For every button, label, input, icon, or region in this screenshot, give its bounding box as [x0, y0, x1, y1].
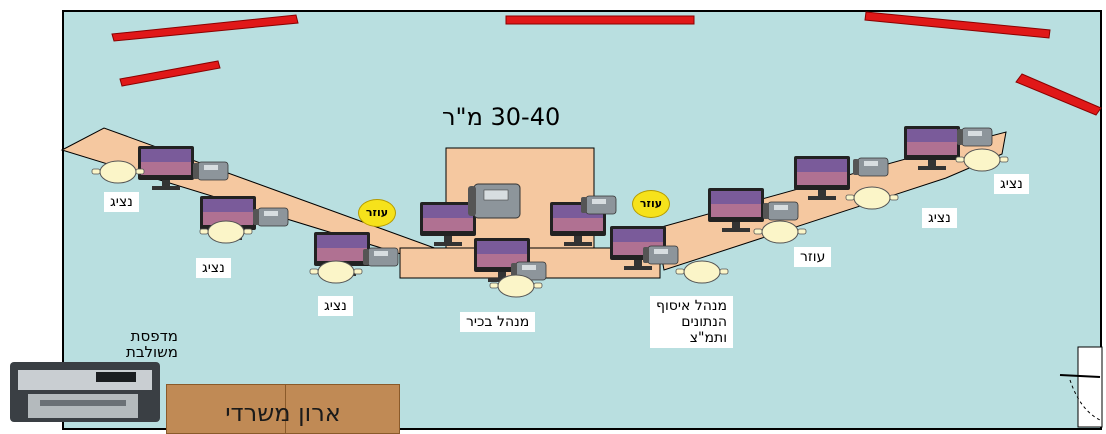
office-chair-icon	[91, 160, 145, 184]
printer-label: מדפסת משולבת	[126, 328, 178, 360]
office-chair-icon	[199, 220, 253, 244]
printer-label-line: משולבת	[126, 343, 178, 361]
desk-phone-icon	[193, 161, 229, 181]
seat-label-line: מנהל איסוף	[656, 298, 728, 314]
monitor-icon	[138, 146, 194, 190]
seat-label-rep-left-mid: נציג	[196, 258, 231, 278]
seat-label-rep-left-top: נציג	[104, 192, 139, 212]
desk-phone-icon	[957, 127, 993, 147]
printer-icon	[10, 362, 160, 422]
monitor-icon	[904, 126, 960, 170]
seat-label-helper-right: עוזר	[794, 247, 832, 267]
monitor-icon	[794, 156, 850, 200]
window-mark	[505, 15, 695, 25]
chairs	[91, 148, 1009, 298]
printer-label-line: מדפסת	[130, 327, 178, 345]
seat-label-rep-right-far: נציג	[994, 174, 1029, 194]
monitor-icon	[420, 202, 476, 246]
office-chair-icon	[675, 260, 729, 284]
seat-label-line: ותמ"צ	[689, 330, 728, 346]
seat-label-rep-left-bottom: נציג	[318, 296, 353, 316]
monitor-icon	[708, 188, 764, 232]
desk-phone-icon	[853, 157, 889, 177]
seat-label-line: הנתונים	[681, 314, 728, 330]
helper-badge-right: עוזר	[632, 190, 670, 218]
seat-label-manager: מנהל בכיר	[460, 312, 536, 332]
office-chair-icon	[309, 260, 363, 284]
window-mark	[864, 11, 1051, 39]
desk-phone-icon	[253, 207, 289, 227]
seat-label-data-manager: מנהל איסוף הנתונים ותמ"צ	[650, 296, 734, 348]
desk-phone-icon	[468, 183, 521, 219]
window-mark	[119, 60, 221, 87]
office-cabinet: ארון משרדי	[166, 384, 400, 434]
window-mark	[1015, 73, 1102, 116]
windows	[111, 11, 1102, 116]
seat-label-rep-right-mid: נציג	[922, 208, 957, 228]
cabinet-label: ארון משרדי	[225, 399, 341, 427]
office-chair-icon	[845, 186, 899, 210]
desk-phone-icon	[763, 201, 799, 221]
office-chair-icon	[489, 274, 543, 298]
door-icon	[1059, 346, 1103, 428]
office-chair-icon	[955, 148, 1009, 172]
helper-badge-left: עוזר	[358, 199, 396, 227]
window-mark	[111, 14, 299, 42]
desk-phone-icon	[581, 195, 617, 215]
room-area-label: 30-40 מ"ר	[442, 103, 561, 131]
cabinet-door-split	[285, 385, 286, 433]
desk-phone-icon	[363, 247, 399, 267]
office-chair-icon	[753, 220, 807, 244]
desk-phone-icon	[643, 245, 679, 265]
